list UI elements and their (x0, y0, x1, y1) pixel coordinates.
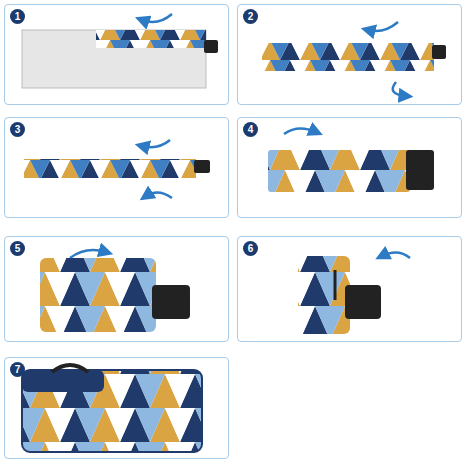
callout-number: 4 (243, 122, 258, 137)
step-panel: 3 (4, 117, 229, 218)
step-panel: 1 (4, 4, 229, 105)
callout-number: 1 (10, 9, 25, 24)
step-panel: 2 (237, 4, 462, 105)
callout-number: 5 (10, 241, 25, 256)
callout-number: 3 (10, 122, 25, 137)
callout-number: 2 (243, 9, 258, 24)
step-panel: 5 (4, 236, 229, 342)
callout-number: 6 (243, 241, 258, 256)
callout-number: 7 (10, 362, 25, 377)
step-panel: 6 (237, 236, 462, 342)
step-panel: 4 (237, 117, 462, 218)
step-panel: 7 (4, 357, 229, 459)
